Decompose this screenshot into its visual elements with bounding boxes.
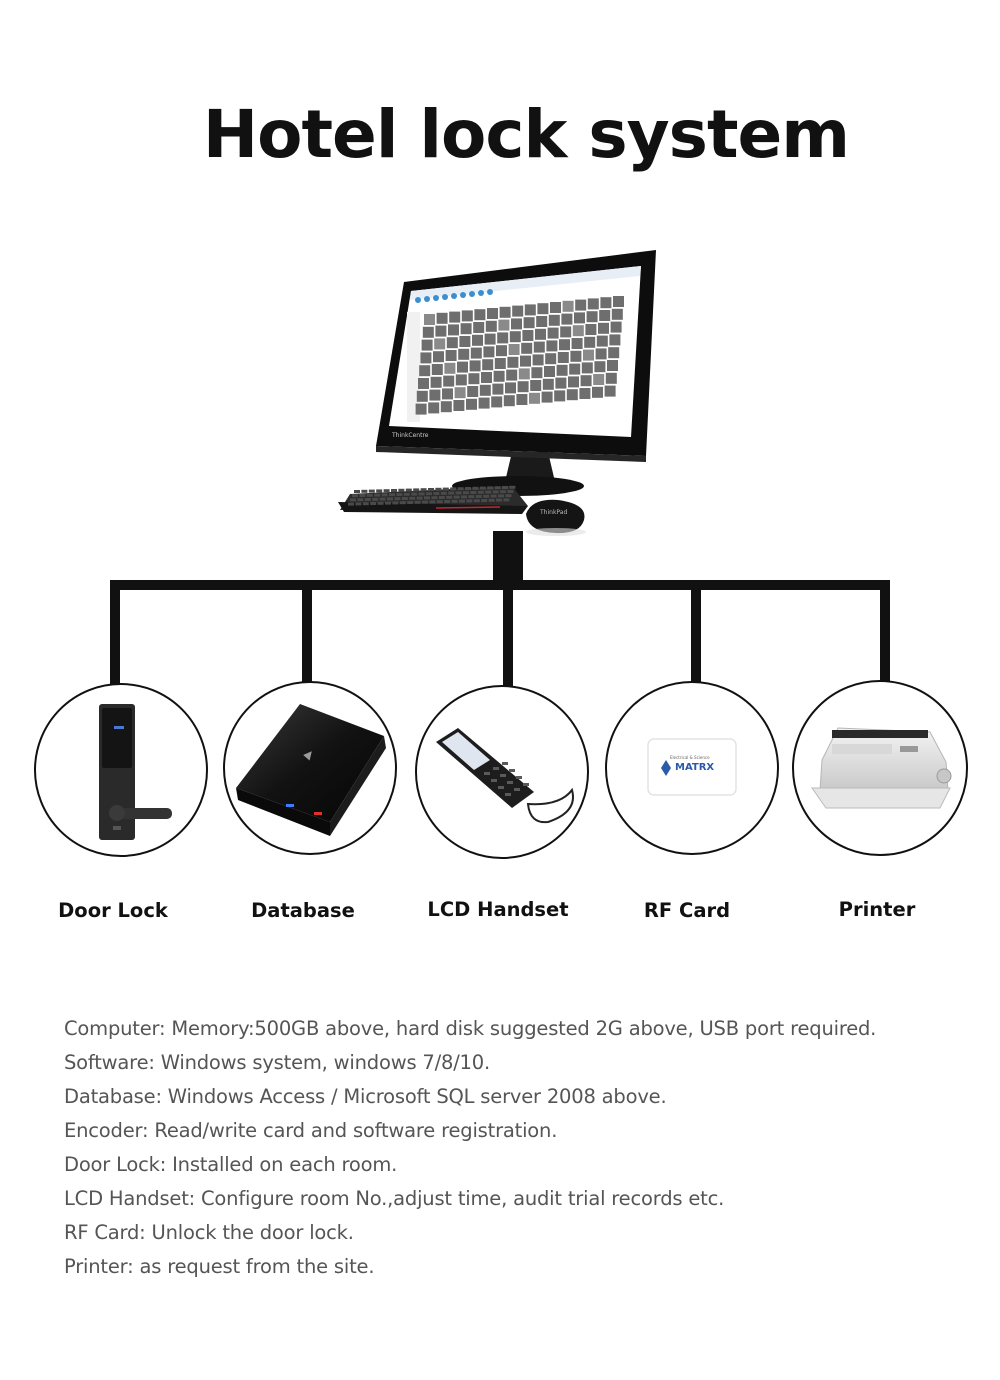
spec-item: RF Card: Unlock the door lock.	[64, 1221, 354, 1244]
spec-item: Printer: as request from the site.	[64, 1255, 375, 1278]
door-lock-icon	[99, 704, 172, 840]
spec-item: LCD Handset: Configure room No.,adjust t…	[64, 1187, 725, 1210]
spec-item: Door Lock: Installed on each room.	[64, 1153, 398, 1176]
page-title: Hotel lock system	[202, 96, 850, 173]
room-grid	[415, 296, 624, 415]
computer-icon: ThinkCentre ThinkPad	[338, 250, 656, 536]
card-logo-text: MATRX	[675, 762, 714, 773]
spec-item: Encoder: Read/write card and software re…	[64, 1119, 558, 1142]
spec-list: Computer: Memory:500GB above, hard disk …	[64, 1012, 984, 1284]
printer-icon	[811, 727, 952, 809]
device-label-door-lock: Door Lock	[58, 899, 168, 922]
mouse-brand: ThinkPad	[539, 509, 567, 516]
encoder-box-icon: ▲	[236, 704, 386, 836]
monitor-brand: ThinkCentre	[391, 432, 429, 439]
device-label-printer: Printer	[838, 898, 916, 921]
connection-lines	[110, 531, 890, 686]
spec-item: Database: Windows Access / Microsoft SQL…	[64, 1085, 667, 1108]
handset-icon	[436, 728, 574, 824]
system-diagram: ThinkCentre ThinkPad	[34, 250, 968, 859]
device-label-rf-card: RF Card	[643, 899, 731, 922]
spec-item: Software: Windows system, windows 7/8/10…	[64, 1051, 490, 1074]
device-label-database: Database	[251, 899, 355, 922]
spec-item: Computer: Memory:500GB above, hard disk …	[64, 1017, 877, 1040]
rf-card-icon: Electrical & Science MATRX	[647, 738, 737, 796]
device-label-lcd-handset: LCD Handset	[427, 898, 569, 921]
card-logo-small: Electrical & Science	[670, 755, 710, 760]
